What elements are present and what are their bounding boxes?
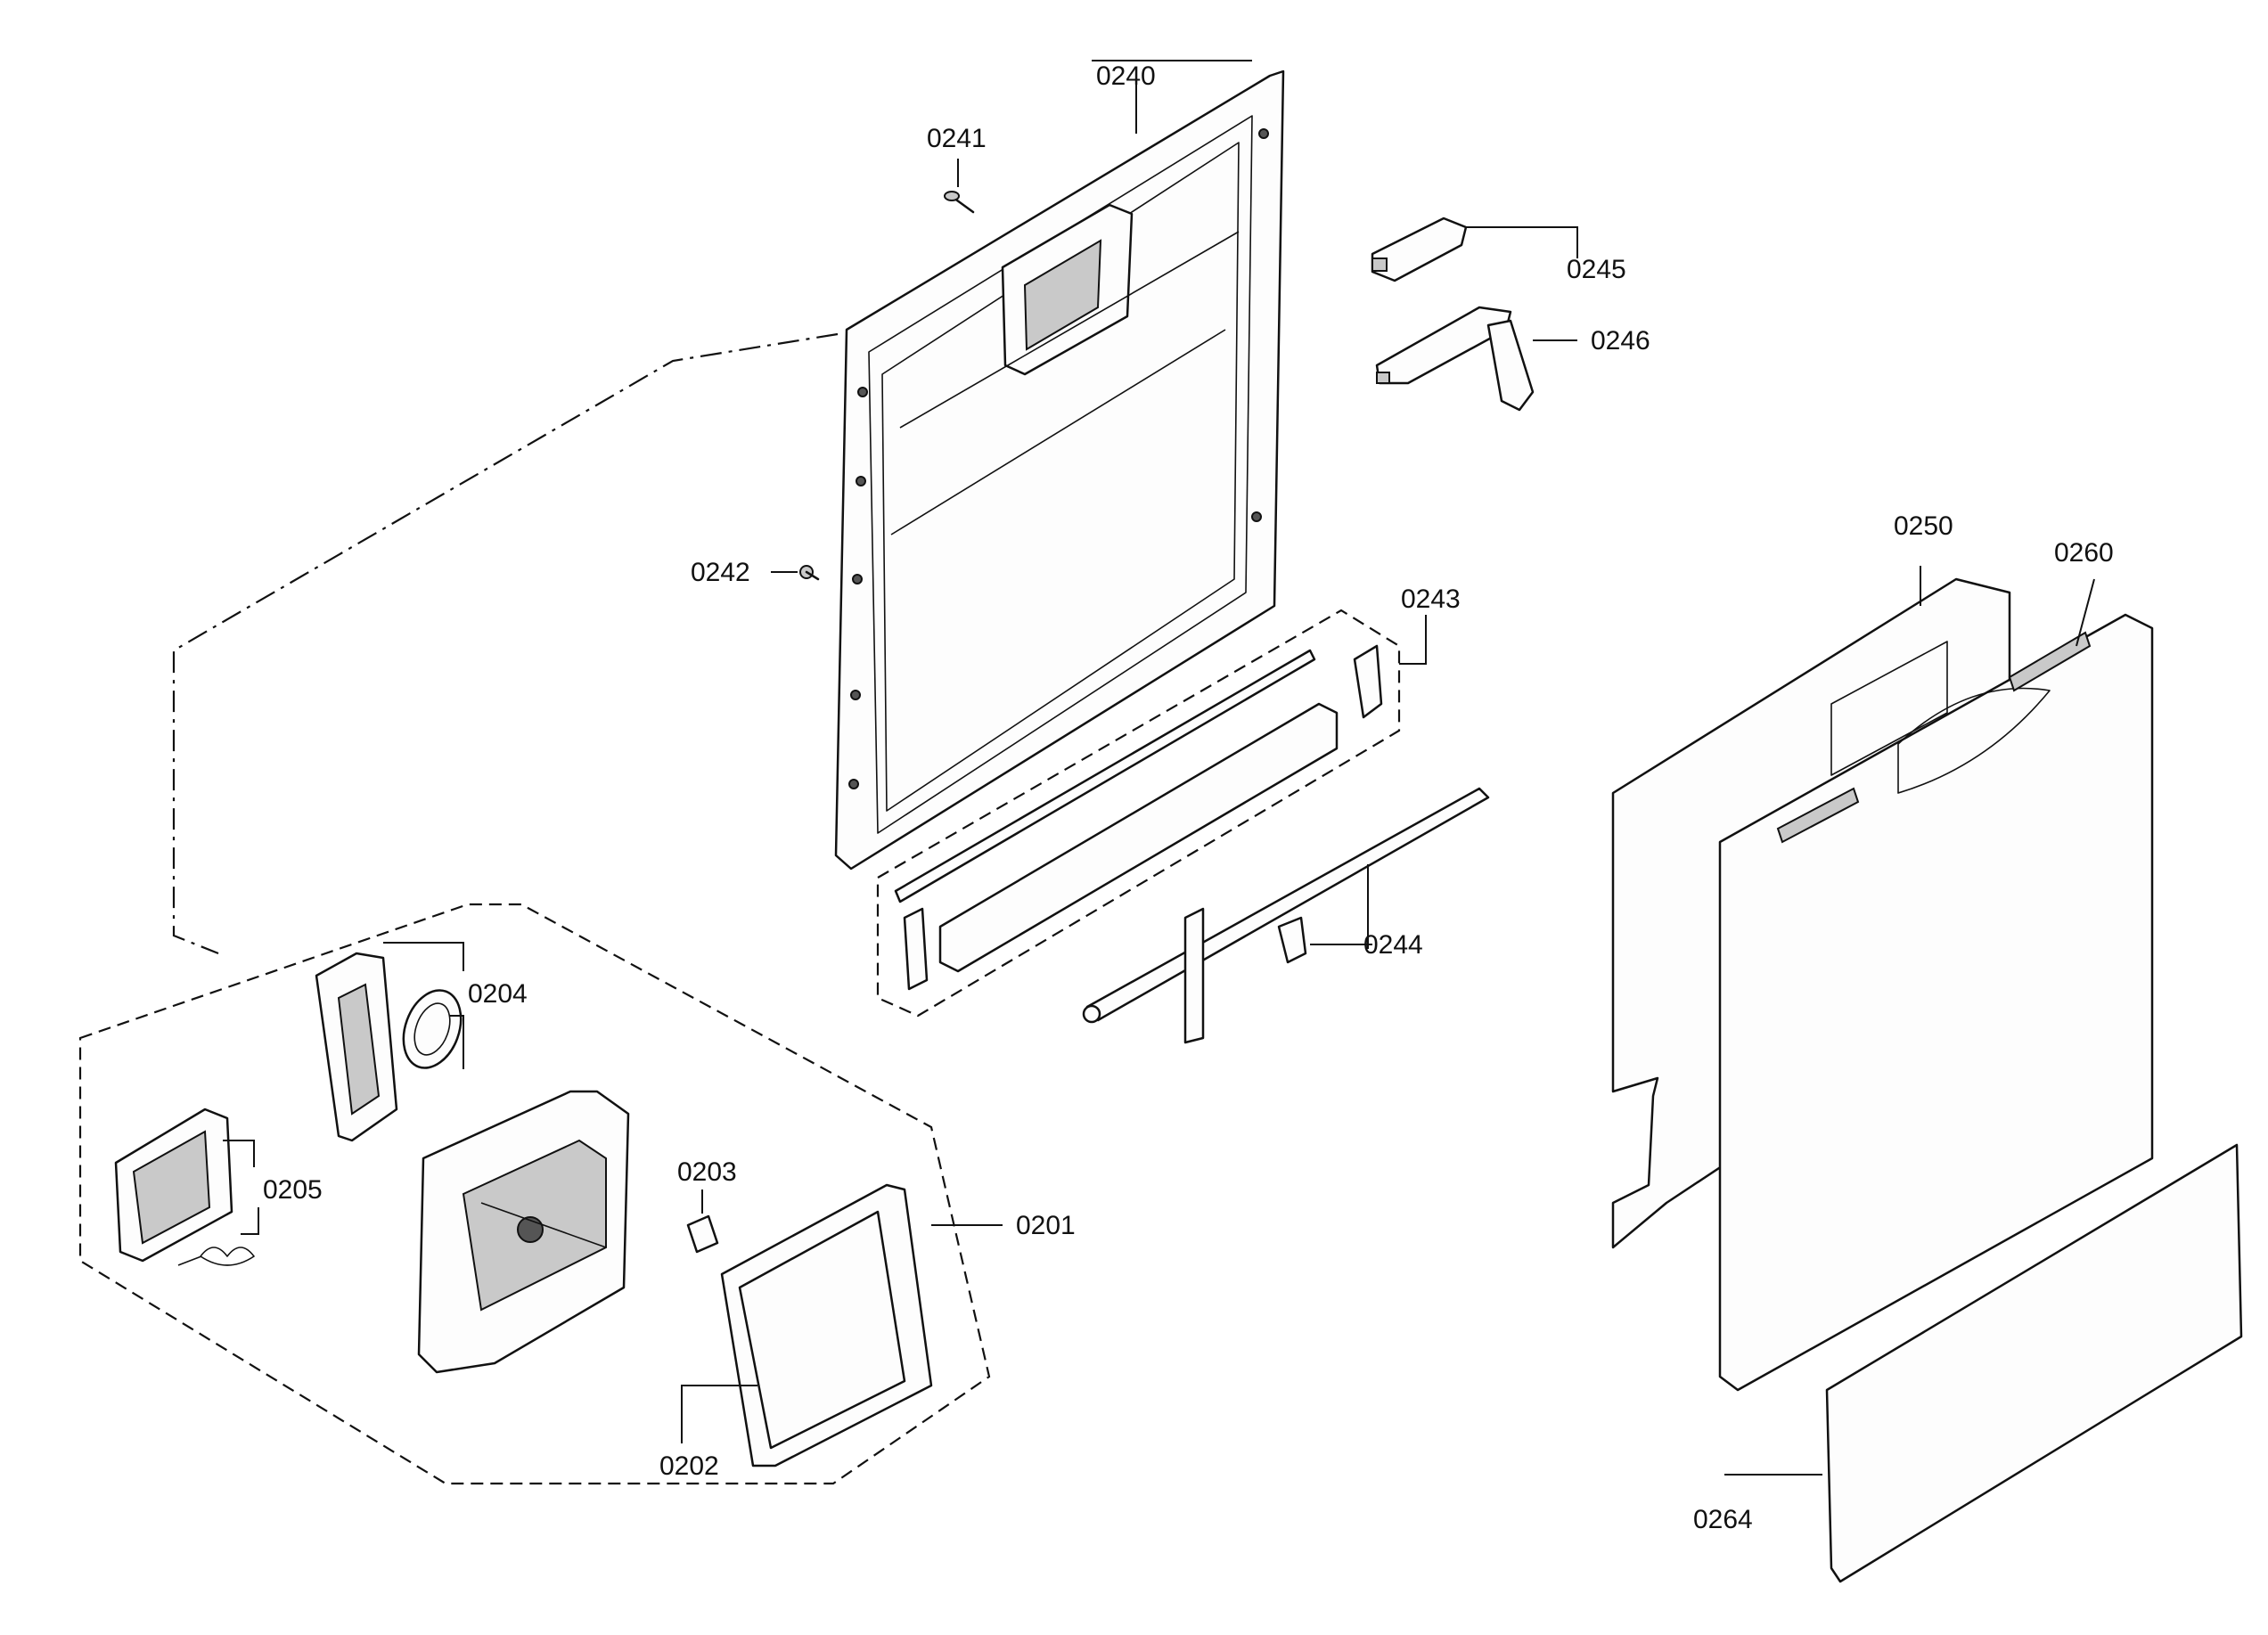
part-dispenser-housing: [417, 1090, 630, 1374]
label-0245: 0245: [1567, 255, 1626, 284]
part-0203: [686, 1214, 719, 1254]
part-screw-0241: [944, 191, 975, 214]
label-0202: 0202: [659, 1451, 719, 1481]
leader-lines: [223, 60, 2095, 1476]
part-rail-0243: [894, 644, 1383, 991]
label-0246: 0246: [1591, 326, 1650, 356]
part-kick-plate-0264: [1825, 1143, 2243, 1583]
label-0241: 0241: [927, 124, 987, 153]
label-0244: 0244: [1363, 930, 1423, 960]
label-0201: 0201: [1016, 1211, 1076, 1240]
part-hinge-0245: [1371, 217, 1468, 282]
part-rail-0244: [1082, 787, 1490, 1044]
label-0242: 0242: [691, 558, 750, 587]
part-inner-door-liner: [834, 69, 1285, 871]
label-0260: 0260: [2054, 538, 2114, 568]
part-door-panel-0260: [1718, 613, 2154, 1392]
part-gasket-0202: [720, 1183, 933, 1467]
label-0250: 0250: [1894, 511, 1953, 541]
group-outline-0243: [876, 609, 1401, 1018]
part-bracket-0246: [1375, 306, 1535, 412]
part-plate-0205: [114, 1108, 233, 1263]
part-ring-0204: [402, 989, 463, 1069]
part-spring-0205: [177, 1247, 255, 1266]
label-0204: 0204: [468, 979, 528, 1009]
assembly-link-line: [172, 332, 839, 955]
part-screw-0242: [799, 565, 820, 581]
label-0203: 0203: [677, 1157, 737, 1187]
label-0240: 0240: [1096, 61, 1156, 91]
label-0264: 0264: [1693, 1505, 1753, 1534]
part-labels: 0240 0241 0242 0243 0244 0245 0246 0250 …: [263, 61, 2114, 1534]
part-lid-0204: [315, 952, 398, 1142]
label-0205: 0205: [263, 1175, 323, 1205]
group-outline-0201: [78, 903, 991, 1485]
label-0243: 0243: [1401, 585, 1461, 614]
